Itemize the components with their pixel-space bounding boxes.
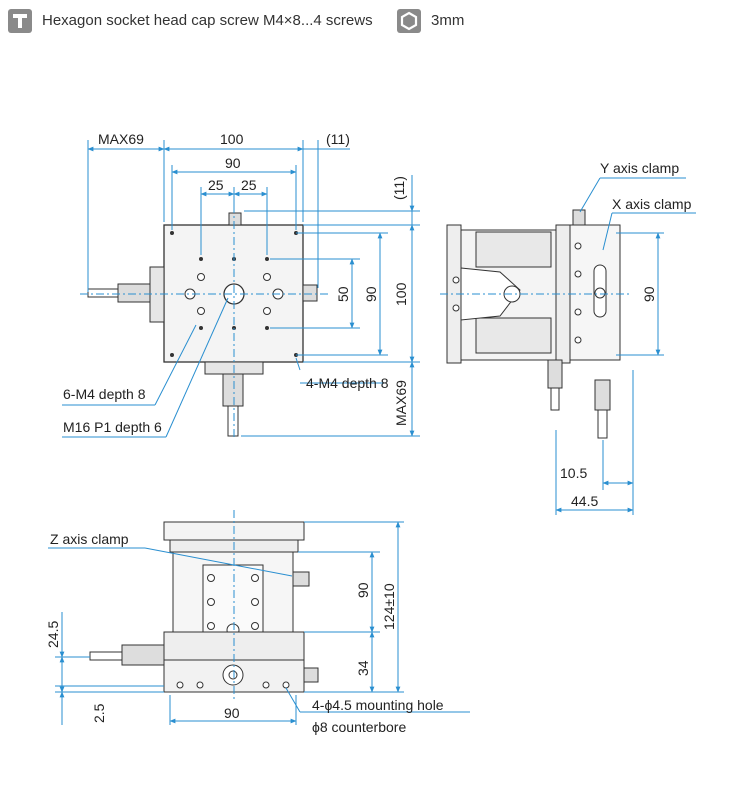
dim-11-side: (11) [391, 176, 407, 200]
hex-wrench-icon [397, 9, 421, 33]
x-clamp-label: X axis clamp [612, 196, 692, 212]
screw-icon [8, 9, 32, 33]
dim-max69-top: MAX69 [98, 131, 144, 147]
note-mounting-hole: 4-ϕ4.5 mounting hole [312, 697, 444, 713]
side-dim-90: 90 [641, 286, 657, 302]
note-counterbore: ϕ8 counterbore [312, 719, 406, 735]
dim-44-5: 44.5 [571, 493, 598, 509]
y-clamp-label: Y axis clamp [600, 160, 679, 176]
dim-90-vertical: 90 [363, 286, 379, 302]
dim-100-vertical: 100 [393, 282, 409, 306]
dim-34: 34 [355, 660, 371, 676]
note-6-m4: 6-M4 depth 8 [63, 386, 146, 402]
front-dim-90-horizontal: 90 [224, 705, 240, 721]
dim-10-5: 10.5 [560, 465, 587, 481]
dim-90-top: 90 [225, 155, 241, 171]
note-m16: M16 P1 depth 6 [63, 419, 162, 435]
note-4-m4: 4-M4 depth 8 [306, 375, 389, 391]
screw-spec-text: Hexagon socket head cap screw M4×8...4 s… [42, 12, 373, 29]
front-dim-90: 90 [355, 582, 371, 598]
dim-50: 50 [335, 286, 351, 302]
dim-max69-vertical: MAX69 [393, 380, 409, 426]
dim-11-top: (11) [326, 131, 350, 147]
dim-100-top: 100 [220, 131, 244, 147]
dim-24-5: 24.5 [45, 621, 61, 648]
top-view: MAX69 100 (11) 90 25 25 (11) 50 90 100 M… [62, 131, 420, 440]
dim-25-left: 25 [208, 177, 224, 193]
front-view: Z axis clamp 90 124±10 34 24.5 2.5 90 4-… [45, 510, 470, 735]
dim-124: 124±10 [381, 583, 397, 630]
dim-25-right: 25 [241, 177, 257, 193]
wrench-size-text: 3mm [431, 12, 465, 29]
dim-2-5: 2.5 [91, 703, 107, 723]
side-view: Y axis clamp X axis clamp 90 10.5 44.5 [440, 160, 696, 515]
header-bar: Hexagon socket head cap screw M4×8...4 s… [8, 8, 742, 36]
z-clamp-label: Z axis clamp [50, 531, 129, 547]
